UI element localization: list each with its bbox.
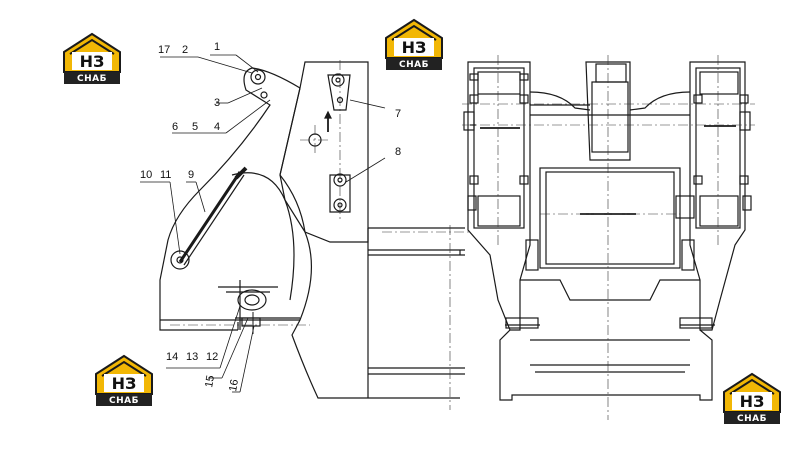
pivot-lower bbox=[170, 250, 190, 270]
cylinder bbox=[178, 166, 248, 266]
front-lower-body bbox=[520, 279, 700, 301]
front-outer-frame bbox=[467, 61, 531, 331]
callout-11: 11 bbox=[160, 169, 171, 181]
frame-bracket-curve bbox=[231, 172, 295, 301]
side-centerlines bbox=[170, 60, 470, 410]
callout-8: 8 bbox=[395, 146, 401, 158]
callout-3: 3 bbox=[214, 97, 220, 109]
logo-sub: СНАБ bbox=[399, 60, 429, 70]
logo-main: НЗ bbox=[402, 38, 427, 57]
callout-15: 15 bbox=[203, 374, 217, 388]
callout-9: 9 bbox=[188, 169, 194, 181]
callout-16: 16 bbox=[227, 378, 241, 392]
front-view bbox=[463, 61, 752, 401]
callout-13: 13 bbox=[186, 351, 198, 363]
frame-side-outline bbox=[279, 61, 369, 243]
pivot-plate-top bbox=[331, 73, 345, 87]
logo-sub: СНАБ bbox=[109, 396, 139, 406]
front-centerlines bbox=[462, 55, 755, 420]
frame-arm-outline bbox=[159, 67, 301, 331]
callouts: 17 2 1 3 6 5 4 7 8 10 11 9 14 13 12 15 1… bbox=[140, 41, 401, 393]
callout-10: 10 bbox=[140, 169, 152, 181]
callout-1: 1 bbox=[214, 41, 220, 53]
pivot-upper bbox=[250, 69, 266, 85]
sprocket-assembly bbox=[218, 280, 300, 330]
logo-main: НЗ bbox=[80, 52, 105, 71]
watermark-logo: НЗ СНАБ bbox=[92, 352, 156, 408]
logo-main: НЗ bbox=[740, 392, 765, 411]
side-view bbox=[159, 61, 465, 399]
frame-lower-outline bbox=[279, 87, 460, 399]
watermark-logo: НЗ СНАБ bbox=[720, 370, 784, 426]
drum-housing bbox=[539, 167, 681, 269]
bolts bbox=[467, 73, 752, 211]
leader-lines bbox=[140, 54, 386, 393]
callout-5: 5 bbox=[192, 121, 198, 133]
logo-main: НЗ bbox=[112, 374, 137, 393]
callout-12: 12 bbox=[206, 351, 218, 363]
callout-4: 4 bbox=[214, 121, 220, 133]
callout-6: 6 bbox=[172, 121, 178, 133]
callout-17: 17 bbox=[158, 44, 170, 56]
logo-sub: СНАБ bbox=[737, 414, 767, 424]
logo-sub: СНАБ bbox=[77, 74, 107, 84]
callout-2: 2 bbox=[182, 44, 188, 56]
callout-7: 7 bbox=[395, 108, 401, 120]
callout-14: 14 bbox=[166, 351, 178, 363]
watermark-logo: НЗ СНАБ bbox=[382, 16, 446, 72]
watermark-logo: НЗ СНАБ bbox=[60, 30, 124, 86]
